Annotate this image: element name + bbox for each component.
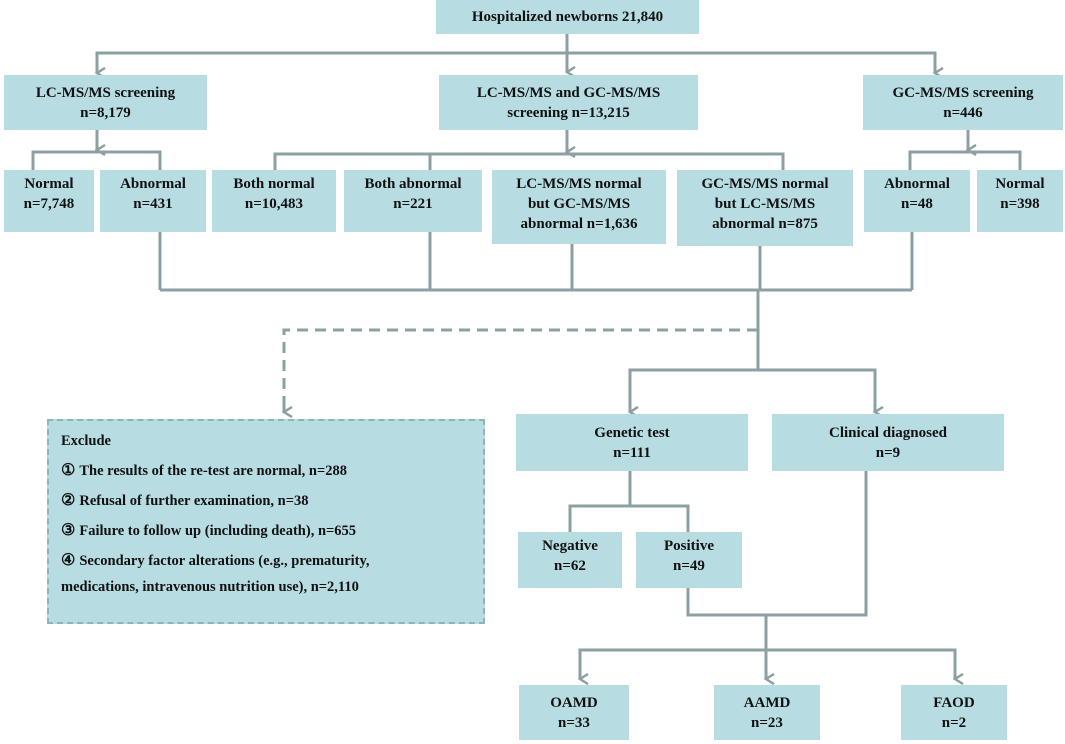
gc-screening-box: GC-MS/MS screening n=446 [863, 75, 1063, 130]
lc-normal-count: n=7,748 [23, 196, 75, 212]
gc-screening-label: GC-MS/MS screening [892, 84, 1034, 101]
root-label: Hospitalized newborns 21,840 [471, 9, 664, 25]
circled-4-icon: ④ [61, 552, 76, 569]
gc-normal-lc-abnormal-line3: abnormal n=875 [712, 216, 818, 232]
both-normal-label: Both normal [233, 176, 315, 192]
lc-screening-count: n=8,179 [80, 104, 131, 121]
gc-normal-box: Normal n=398 [977, 170, 1063, 232]
genetic-test-label: Genetic test [594, 424, 670, 441]
circled-2-icon: ② [61, 492, 76, 509]
exclude-title: Exclude [61, 433, 111, 449]
gc-normal-count: n=398 [1000, 196, 1040, 212]
faod-label: FAOD [933, 694, 975, 711]
positive-box: Positive n=49 [636, 532, 742, 588]
gc-normal-lc-abnormal-line2: but LC-MS/MS [714, 196, 816, 212]
both-normal-box: Both normal n=10,483 [212, 170, 336, 232]
oamd-label: OAMD [550, 694, 598, 711]
lc-normal-gc-abnormal-line3: abnormal n=1,636 [520, 216, 638, 232]
negative-label: Negative [542, 538, 598, 554]
oamd-box: OAMD n=33 [519, 685, 629, 740]
root-branch-line [95, 51, 937, 72]
faod-box: FAOD n=2 [901, 685, 1007, 740]
lc-split-line [31, 150, 162, 170]
aamd-box: AAMD n=23 [714, 685, 820, 740]
aamd-label: AAMD [743, 694, 791, 711]
lc-screening-box: LC-MS/MS screening n=8,179 [4, 75, 207, 130]
both-abnormal-count: n=221 [393, 196, 433, 212]
lc-abnormal-count: n=431 [133, 196, 173, 212]
gc-abnormal-count: n=48 [901, 196, 933, 212]
negative-box: Negative n=62 [518, 532, 622, 588]
lc-normal-box: Normal n=7,748 [4, 170, 94, 232]
both-split-line [273, 152, 785, 170]
exclude-item-4-continued: medications, intravenous nutrition use),… [61, 579, 359, 595]
lc-abnormal-label: Abnormal [120, 176, 186, 192]
both-screening-box: LC-MS/MS and GC-MS/MS screening n=13,215 [439, 75, 698, 130]
oamd-count: n=33 [558, 714, 590, 731]
exclude-dashed-line [282, 328, 758, 410]
positive-count: n=49 [673, 558, 705, 574]
both-screening-count: screening n=13,215 [507, 104, 630, 121]
lc-normal-gc-abnormal-line1: LC-MS/MS normal [516, 176, 642, 192]
lc-screening-label: LC-MS/MS screening [35, 84, 176, 101]
gc-abnormal-label: Abnormal [884, 176, 950, 192]
faod-count: n=2 [941, 714, 967, 731]
genetic-test-count: n=111 [613, 444, 651, 461]
both-abnormal-box: Both abnormal n=221 [344, 170, 482, 232]
merge-line [686, 471, 868, 617]
gc-normal-lc-abnormal-line1: GC-MS/MS normal [701, 176, 829, 192]
lc-normal-gc-abnormal-box: LC-MS/MS normal but GC-MS/MS abnormal n=… [492, 170, 666, 244]
gc-normal-label: Normal [995, 176, 1045, 192]
circled-3-icon: ③ [61, 522, 76, 539]
both-normal-count: n=10,483 [244, 196, 304, 212]
clinical-diagnosed-box: Clinical diagnosed n=9 [772, 414, 1004, 471]
genetic-test-box: Genetic test n=111 [516, 414, 748, 471]
lc-normal-gc-abnormal-line2: but GC-MS/MS [527, 196, 631, 212]
both-abnormal-label: Both abnormal [364, 176, 462, 192]
gc-split-line [908, 150, 1022, 170]
negative-count: n=62 [554, 558, 586, 574]
circled-1-icon: ① [61, 462, 76, 479]
lc-abnormal-box: Abnormal n=431 [100, 170, 206, 232]
clinical-diagnosed-label: Clinical diagnosed [829, 424, 947, 441]
clinical-diagnosed-count: n=9 [875, 444, 901, 461]
both-screening-label: LC-MS/MS and GC-MS/MS [476, 84, 661, 101]
diagnosis-split-line [628, 368, 877, 390]
aamd-count: n=23 [751, 714, 783, 731]
lc-normal-label: Normal [24, 176, 74, 192]
positive-label: Positive [664, 538, 714, 554]
gc-screening-count: n=446 [943, 104, 983, 121]
gc-abnormal-box: Abnormal n=48 [864, 170, 970, 232]
genetic-split-line [568, 504, 690, 532]
gc-normal-lc-abnormal-box: GC-MS/MS normal but LC-MS/MS abnormal n=… [677, 170, 853, 246]
root-box: Hospitalized newborns 21,840 [436, 0, 699, 34]
